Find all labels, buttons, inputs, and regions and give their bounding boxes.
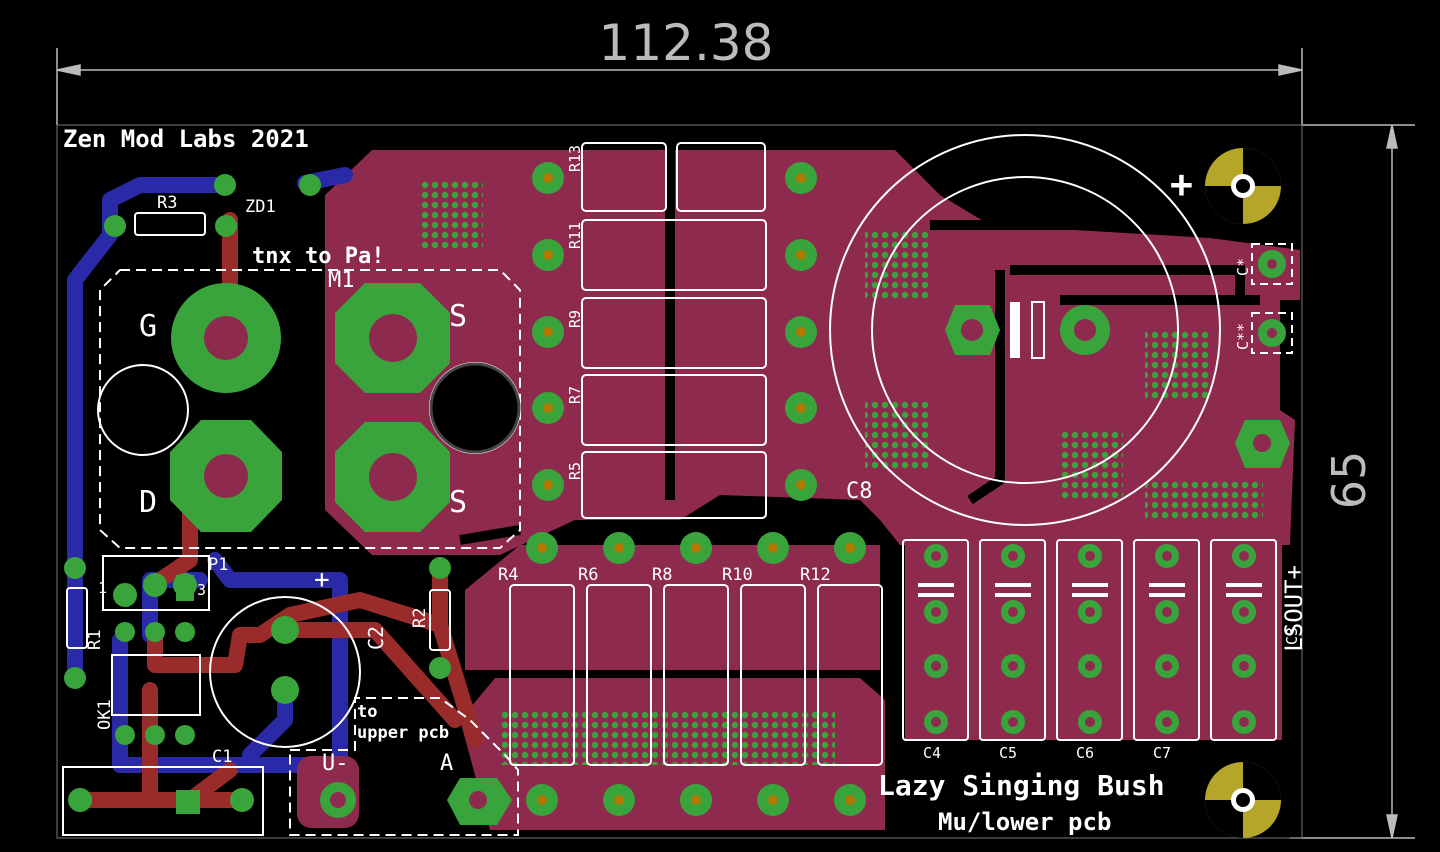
c-star-ref: C* (1234, 258, 1252, 276)
ls-out-label: LSOUT+ (1280, 565, 1308, 652)
r3-ref: R3 (157, 193, 177, 213)
dimension-height (1290, 124, 1415, 839)
r8-ref: R8 (652, 565, 672, 585)
c4-ref: C4 (923, 744, 941, 762)
r5-ref: R5 (566, 462, 584, 480)
width-dimension-label: 112.38 (599, 14, 774, 72)
board-outline (56, 124, 1303, 839)
c5-ref: C5 (999, 744, 1017, 762)
p1-ref: P1 (208, 555, 228, 575)
product-name: Lazy Singing Bush (878, 769, 1165, 802)
zd1-ref: ZD1 (245, 197, 276, 217)
r10-ref: R10 (722, 565, 753, 585)
hatched-vias (418, 180, 1263, 765)
r12-ref: R12 (800, 565, 831, 585)
c-double-star-ref: C** (1234, 323, 1252, 350)
c2-plus-label: + (314, 565, 330, 595)
gate-label: G (139, 309, 157, 344)
c7-ref: C7 (1153, 744, 1171, 762)
c2-ref: C2 (364, 626, 388, 650)
m1-ref: M1 (328, 268, 355, 293)
dimension-width (56, 48, 1303, 125)
pads (64, 148, 1290, 838)
ok1-ref: OK1 (95, 699, 115, 730)
source-label-1: S (449, 299, 467, 334)
r7-ref: R7 (566, 386, 584, 404)
u-minus-label: U- (322, 751, 349, 776)
r4-ref: R4 (498, 565, 518, 585)
c3-ref: C3 (1283, 627, 1301, 645)
top-traces (72, 212, 483, 808)
to-label: to (357, 702, 377, 722)
c8-ref: C8 (846, 479, 873, 504)
height-dimension-label: 65 (1322, 451, 1376, 510)
drain-label: D (139, 485, 157, 520)
plus-label: + (1170, 162, 1193, 206)
r6-ref: R6 (578, 565, 598, 585)
silkscreen-outlines (62, 134, 1293, 836)
p1-pin1: 1 (98, 579, 107, 597)
board-subtitle: Mu/lower pcb (938, 808, 1111, 836)
source-label-2: S (449, 485, 467, 520)
c6-ref: C6 (1076, 744, 1094, 762)
silkscreen-texts: Zen Mod Labs 2021 tnx to Pa! Lazy Singin… (63, 125, 1308, 836)
board-title: Zen Mod Labs 2021 (63, 125, 309, 153)
r9-ref: R9 (566, 310, 584, 328)
r1-ref: R1 (85, 630, 105, 650)
thanks-note: tnx to Pa! (252, 244, 384, 269)
r2-ref: R2 (410, 608, 430, 628)
p1-pin3: 3 (197, 581, 206, 599)
r11-ref: R11 (566, 222, 584, 249)
a-label: A (440, 751, 453, 776)
upper-pcb-label: upper pcb (357, 723, 449, 743)
copper-pours (325, 150, 1300, 830)
r13-ref: R13 (566, 145, 584, 172)
c1-ref: C1 (212, 747, 232, 767)
